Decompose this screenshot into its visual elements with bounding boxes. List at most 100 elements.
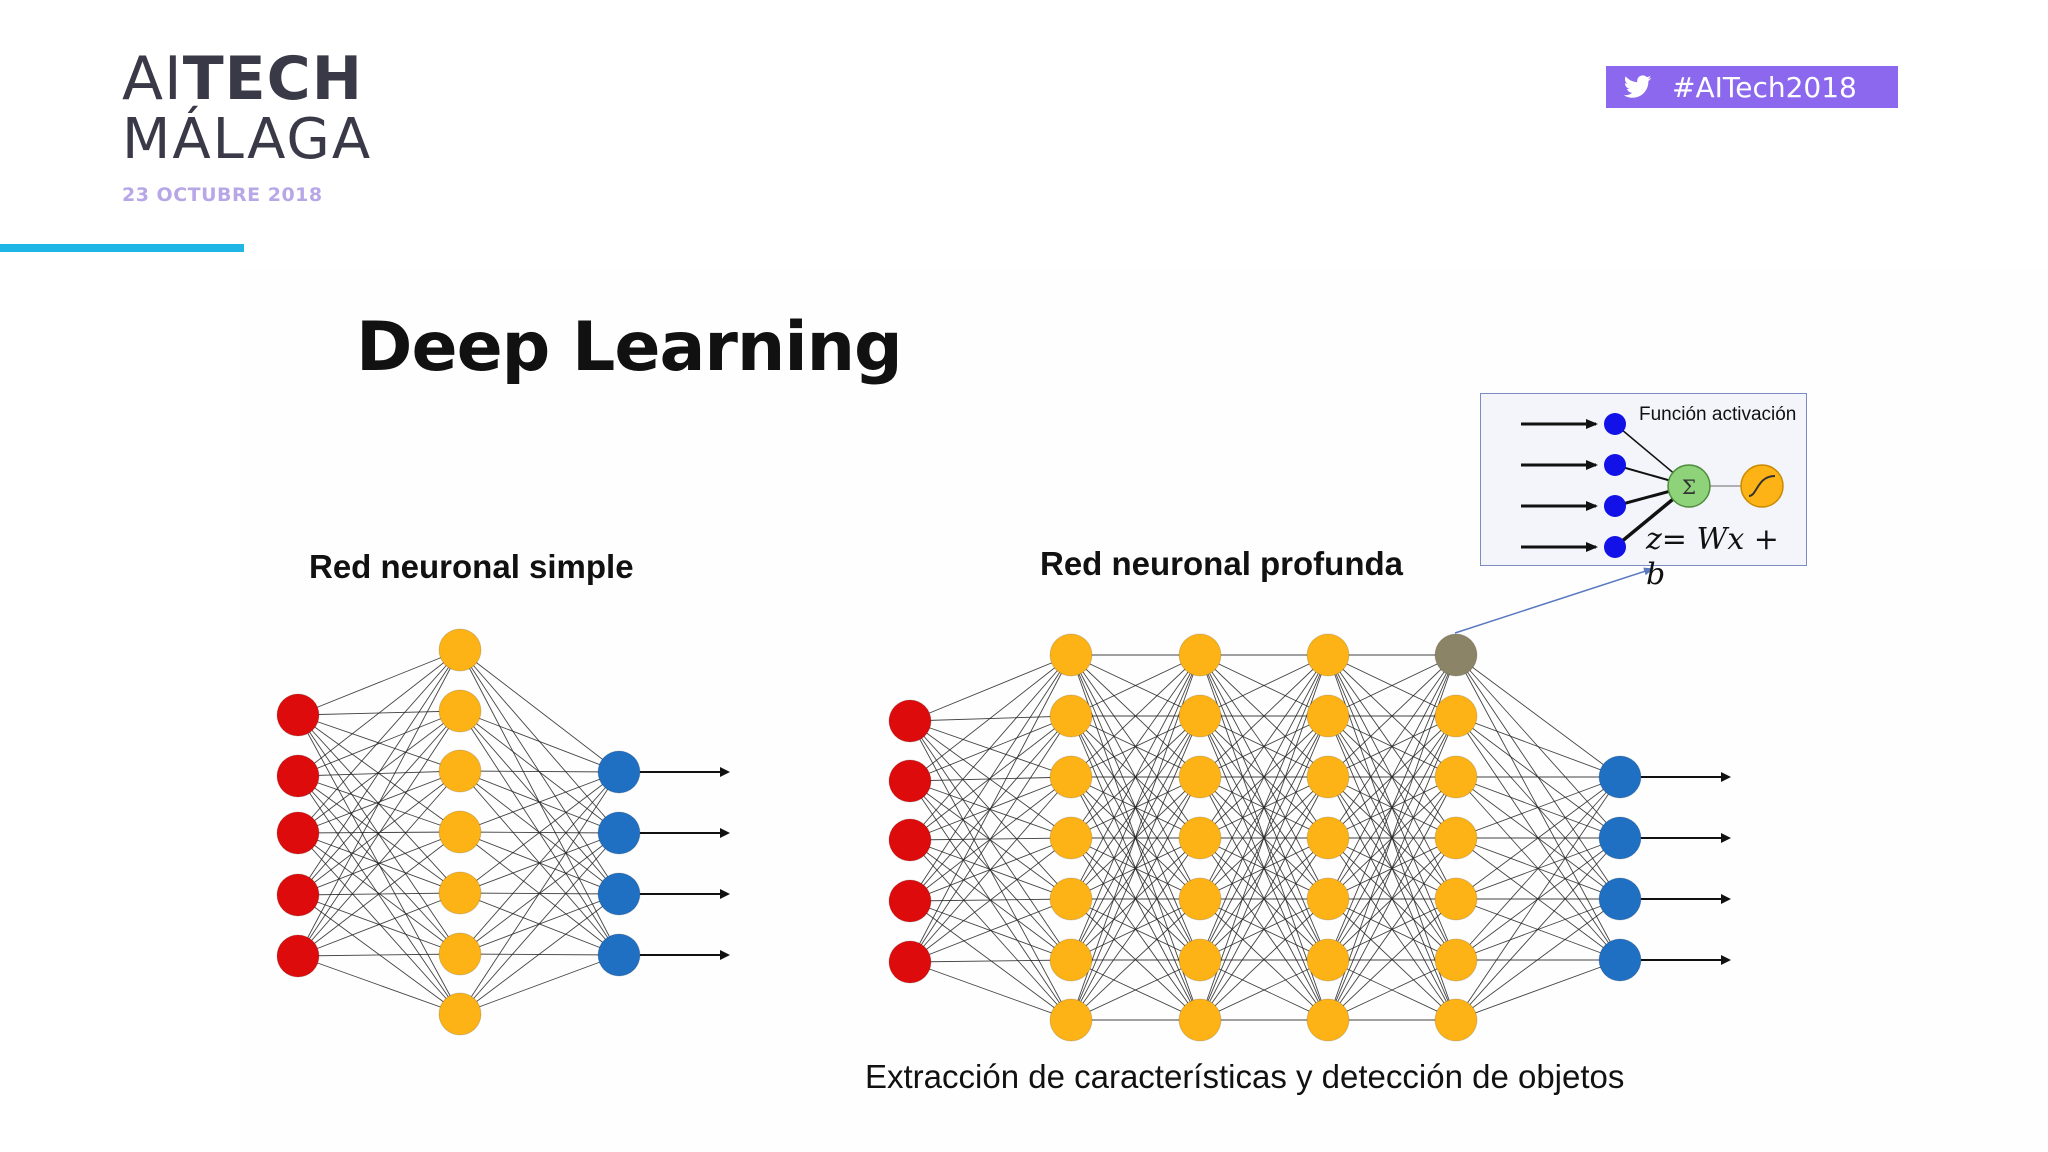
connection-line	[1327, 715, 1457, 1021]
inset-input-node	[1604, 536, 1626, 558]
connection-line	[1327, 654, 1457, 961]
output-node	[597, 811, 641, 855]
hidden-node	[1049, 998, 1093, 1042]
input-node	[888, 699, 932, 743]
connection-line	[909, 780, 1072, 839]
connection-line	[459, 771, 620, 894]
connection-line	[459, 771, 620, 1015]
activation-function-label: Función activación	[1639, 404, 1797, 425]
inset-input-node	[1604, 495, 1626, 517]
connection-line	[909, 720, 1072, 839]
connection-line	[1455, 715, 1621, 778]
hidden-node	[1434, 694, 1478, 738]
connection-line	[297, 770, 461, 957]
brand-name-bold: TECH	[182, 44, 363, 114]
hidden-node	[1178, 755, 1222, 799]
hidden-node	[438, 749, 482, 793]
slide-title: Deep Learning	[356, 308, 903, 387]
connection-line	[909, 898, 1072, 963]
connection-line	[1327, 654, 1457, 839]
connection-line	[1070, 654, 1201, 839]
connection-line	[1455, 776, 1621, 961]
connection-line	[909, 961, 1072, 1021]
connection-line	[297, 775, 461, 955]
connection-line	[1455, 654, 1621, 778]
hidden-node	[1434, 938, 1478, 982]
connection-line	[909, 715, 1072, 782]
simple-network	[276, 628, 730, 1036]
hashtag-text: #AITech2018	[1672, 70, 1857, 104]
connection-line	[1199, 654, 1329, 961]
simple-network-label: Red neuronal simple	[309, 548, 634, 585]
connection-line	[909, 780, 1072, 961]
connection-line	[909, 654, 1072, 963]
output-node	[1598, 755, 1642, 799]
zoom-pointer-line	[1454, 567, 1654, 634]
connection-line	[1070, 654, 1201, 1021]
connection-line	[1455, 959, 1621, 1021]
connection-line	[909, 776, 1072, 782]
brand-logo: AITECH MÁLAGA 23 OCTUBRE 2018	[122, 48, 372, 206]
connection-line	[909, 720, 1072, 900]
connection-line	[1199, 715, 1329, 1021]
connection-line	[1455, 776, 1621, 839]
connection-line	[459, 649, 620, 773]
hidden-node	[1049, 877, 1093, 921]
connection-line	[297, 770, 461, 777]
input-node	[276, 873, 320, 917]
connection-line	[297, 710, 461, 957]
connection-line	[1199, 654, 1329, 778]
connection-line	[1199, 654, 1329, 717]
hidden-node	[1049, 816, 1093, 860]
connection-line	[909, 959, 1072, 963]
connection-line	[1199, 654, 1329, 900]
neuron-detail-diagram: Σ	[1521, 413, 1784, 558]
hidden-node	[1306, 816, 1350, 860]
hidden-node	[438, 810, 482, 854]
output-node	[1598, 816, 1642, 860]
connection-line	[909, 654, 1072, 722]
connection-line	[1327, 654, 1457, 900]
connection-line	[459, 770, 620, 773]
connection-line	[909, 654, 1072, 841]
connection-line	[459, 771, 620, 833]
brand-name: AITECH	[122, 48, 372, 110]
connection-line	[297, 953, 461, 957]
connection-line	[459, 893, 620, 1015]
hidden-node	[1049, 633, 1093, 677]
brand-name-light: AI	[122, 44, 183, 114]
connection-line	[909, 839, 1072, 1021]
connection-line	[1070, 715, 1201, 1021]
sum-symbol: Σ	[1682, 475, 1696, 499]
connection-line	[909, 715, 1072, 963]
brand-date: 23 OCTUBRE 2018	[122, 184, 323, 206]
connection-line	[1199, 959, 1329, 1021]
hidden-node	[1434, 877, 1478, 921]
connection-line	[1199, 837, 1329, 1021]
inset-input-node	[1604, 413, 1626, 435]
connection-line	[1070, 654, 1201, 900]
input-node	[276, 754, 320, 798]
hidden-node	[1178, 816, 1222, 860]
twitter-icon	[1624, 75, 1652, 98]
deep-network-label: Red neuronal profunda	[1040, 545, 1403, 582]
output-node	[597, 933, 641, 977]
connection-line	[297, 775, 461, 894]
connection-line	[1199, 654, 1329, 839]
connection-line	[297, 892, 461, 957]
neuron-detail-inset: Σ Función activación z= Wx + b	[1480, 393, 1807, 592]
hidden-node	[438, 932, 482, 976]
sum-node	[1667, 464, 1711, 508]
connection-line	[1327, 959, 1457, 1021]
connection-line	[459, 954, 620, 1015]
connection-line	[1455, 776, 1621, 900]
connection-line	[297, 832, 461, 1015]
output-node	[1598, 877, 1642, 921]
connection-line	[1070, 654, 1201, 778]
connection-line	[1070, 776, 1201, 1021]
connection-line	[1455, 776, 1621, 1021]
input-node	[888, 940, 932, 984]
hidden-node	[1049, 755, 1093, 799]
connection-line	[459, 771, 620, 955]
deep-network-caption: Extracción de características y detecció…	[865, 1058, 1625, 1095]
